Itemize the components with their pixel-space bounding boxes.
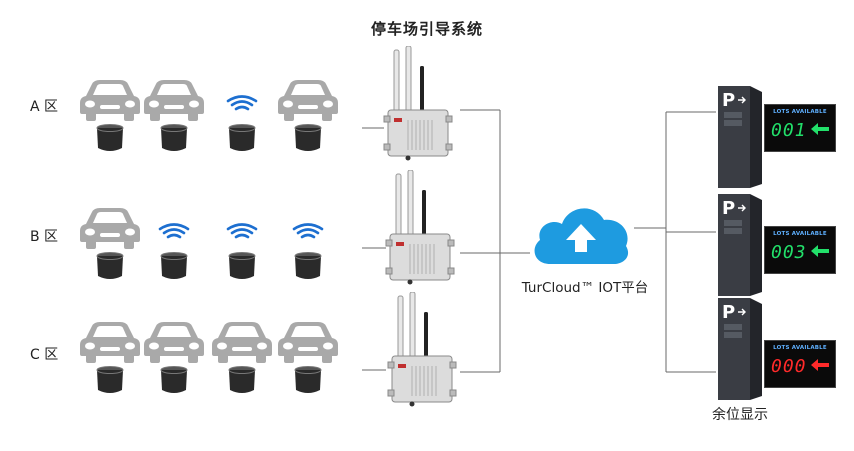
- sensor-icon: [228, 366, 256, 393]
- page-title: 停车场引导系统: [370, 20, 483, 38]
- svg-text:P: P: [722, 198, 735, 219]
- parking-slot: [142, 78, 206, 158]
- wifi-icon: [226, 95, 258, 111]
- available-count: 001: [771, 120, 807, 141]
- lots-available-text: LOTS AVAILABLE: [773, 345, 827, 351]
- led-display-3: LOTS AVAILABLE 000: [764, 340, 836, 388]
- sensor-icon: [160, 124, 188, 151]
- zone-label-b: B 区: [30, 229, 59, 245]
- car-icon: [144, 322, 204, 363]
- svg-text:P: P: [722, 90, 735, 111]
- sensor-icon: [96, 366, 124, 393]
- parking-slot: [276, 206, 340, 286]
- arrow-left-icon: [811, 245, 829, 257]
- zone-label-c: C 区: [30, 347, 59, 363]
- sensor-icon: [294, 124, 322, 151]
- parking-sign-icon: P: [716, 296, 766, 404]
- arrow-left-icon: [811, 123, 829, 135]
- available-count: 003: [771, 242, 807, 263]
- sensor-icon: [160, 252, 188, 279]
- lots-available-text: LOTS AVAILABLE: [773, 109, 827, 115]
- available-count: 000: [771, 356, 807, 377]
- led-display-2: LOTS AVAILABLE 003: [764, 226, 836, 274]
- wifi-icon: [158, 223, 190, 239]
- wifi-icon: [226, 223, 258, 239]
- parking-slot: [210, 206, 274, 286]
- car-icon: [80, 208, 140, 249]
- led-display-1: LOTS AVAILABLE 001: [764, 104, 836, 152]
- parking-sign-icon: P: [716, 192, 766, 300]
- car-icon: [80, 322, 140, 363]
- sensor-icon: [228, 124, 256, 151]
- gateway-b: [384, 169, 464, 285]
- parking-slot: [276, 320, 340, 400]
- sensor-icon: [160, 366, 188, 393]
- svg-text:P: P: [722, 302, 735, 323]
- gateway-icon: [387, 291, 457, 407]
- car-icon: [144, 80, 204, 121]
- sensor-icon: [228, 252, 256, 279]
- parking-sign-icon: P: [716, 84, 766, 192]
- gateway-icon: [383, 45, 453, 161]
- parking-slot: [78, 206, 142, 286]
- car-icon: [212, 322, 272, 363]
- display-label: 余位显示: [712, 407, 768, 423]
- car-icon: [80, 80, 140, 121]
- parking-slot: [210, 78, 274, 158]
- arrow-left-icon: [811, 359, 829, 371]
- sensor-icon: [96, 252, 124, 279]
- cloud-icon: [528, 198, 634, 270]
- zone-label-a: A 区: [30, 99, 59, 115]
- gateway-c: [386, 291, 466, 407]
- wifi-icon: [292, 223, 324, 239]
- parking-slot: [210, 320, 274, 400]
- platform-label: TurCloud™ IOT平台: [521, 280, 649, 296]
- lots-available-text: LOTS AVAILABLE: [773, 231, 827, 237]
- car-icon: [278, 322, 338, 363]
- parking-slot: [142, 206, 206, 286]
- sensor-icon: [96, 124, 124, 151]
- parking-slot: [78, 78, 142, 158]
- gateway-icon: [385, 169, 455, 285]
- parking-slot: [276, 78, 340, 158]
- car-icon: [278, 80, 338, 121]
- sensor-icon: [294, 366, 322, 393]
- sensor-icon: [294, 252, 322, 279]
- parking-slot: [142, 320, 206, 400]
- gateway-a: [382, 45, 462, 161]
- parking-slot: [78, 320, 142, 400]
